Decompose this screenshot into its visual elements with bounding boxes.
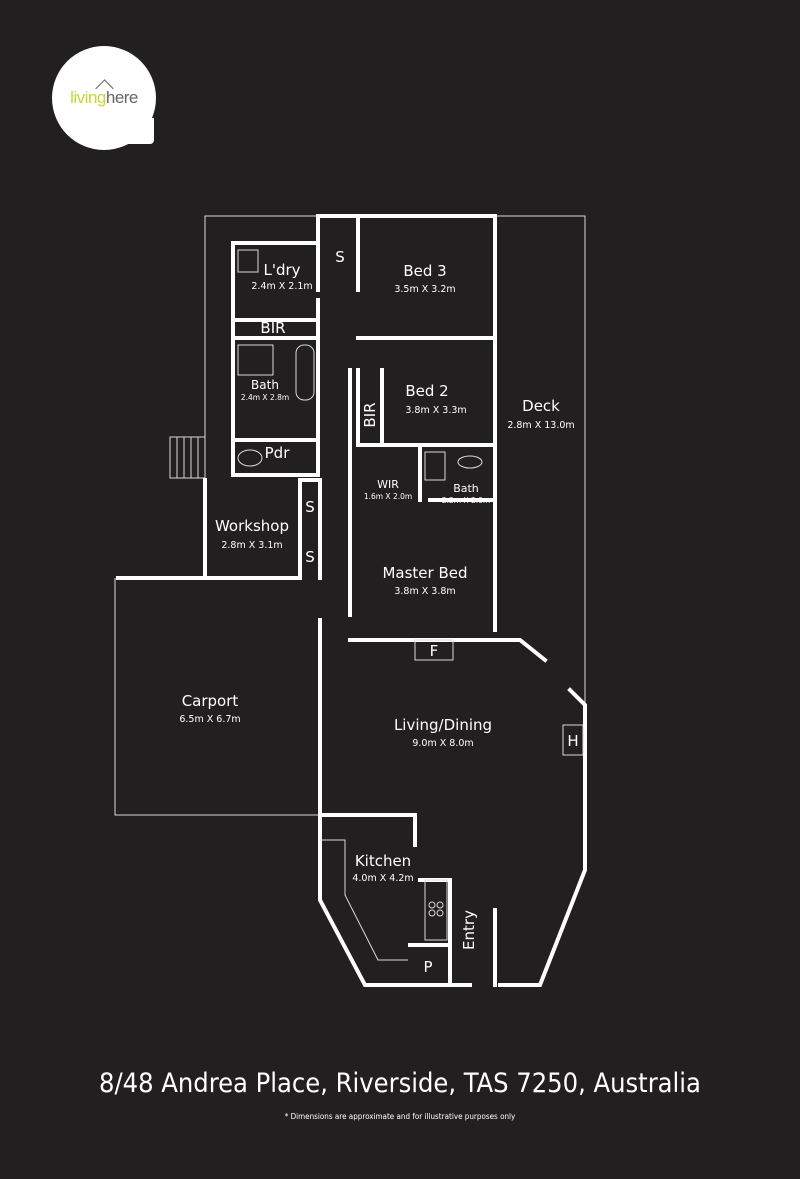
room-name-bir-2: BIR: [361, 402, 379, 427]
room-name-bed3: Bed 3: [403, 262, 446, 280]
room-name-store-3: S: [305, 548, 315, 566]
room-name-wir: WIR: [377, 478, 399, 491]
room-dim-deck: 2.8m X 13.0m: [507, 420, 574, 431]
room-name-bir: BIR: [260, 319, 285, 337]
room-name-kitchen: Kitchen: [355, 852, 411, 870]
room-dim-kitchen: 4.0m X 4.2m: [352, 873, 413, 884]
room-dim-carport: 6.5m X 6.7m: [179, 714, 240, 725]
room-name-store-2: S: [305, 498, 315, 516]
room-dim-ensuite: 2.2m X 2.0m: [442, 496, 490, 505]
logo-tail: [128, 118, 154, 144]
room-dim-bath: 2.4m X 2.8m: [241, 393, 289, 402]
room-name-bed2: Bed 2: [405, 382, 448, 400]
walls: [116, 214, 587, 987]
room-name-carport: Carport: [182, 692, 239, 710]
heater-label: H: [567, 732, 578, 750]
room-dim-wir: 1.6m X 2.0m: [364, 492, 412, 501]
room-name-ensuite: Bath: [453, 482, 479, 495]
room-name-powder: Pdr: [265, 444, 291, 462]
room-dim-master: 3.8m X 3.8m: [394, 586, 455, 597]
room-name-store: S: [335, 248, 345, 266]
room-name-bath: Bath: [251, 378, 279, 392]
room-dim-laundry: 2.4m X 2.1m: [251, 281, 312, 292]
fireplace-label: F: [430, 642, 439, 660]
property-address: 8/48 Andrea Place, Riverside, TAS 7250, …: [99, 1068, 701, 1099]
room-dim-bed3: 3.5m X 3.2m: [394, 284, 455, 295]
room-dim-bed2: 3.8m X 3.3m: [405, 405, 466, 416]
room-dim-living: 9.0m X 8.0m: [412, 738, 473, 749]
room-dim-workshop: 2.8m X 3.1m: [221, 540, 282, 551]
logo-text: livinghere: [70, 88, 138, 107]
room-name-pantry: P: [423, 958, 432, 976]
room-name-workshop: Workshop: [215, 517, 289, 535]
room-name-master: Master Bed: [382, 564, 467, 582]
room-name-living: Living/Dining: [394, 716, 492, 734]
room-labels: L'dry 2.4m X 2.1m S Bed 3 3.5m X 3.2m BI…: [179, 248, 578, 976]
disclaimer: * Dimensions are approximate and for ill…: [284, 1112, 516, 1121]
room-name-laundry: L'dry: [263, 261, 300, 279]
room-name-entry: Entry: [460, 910, 478, 950]
room-name-deck: Deck: [522, 397, 560, 415]
